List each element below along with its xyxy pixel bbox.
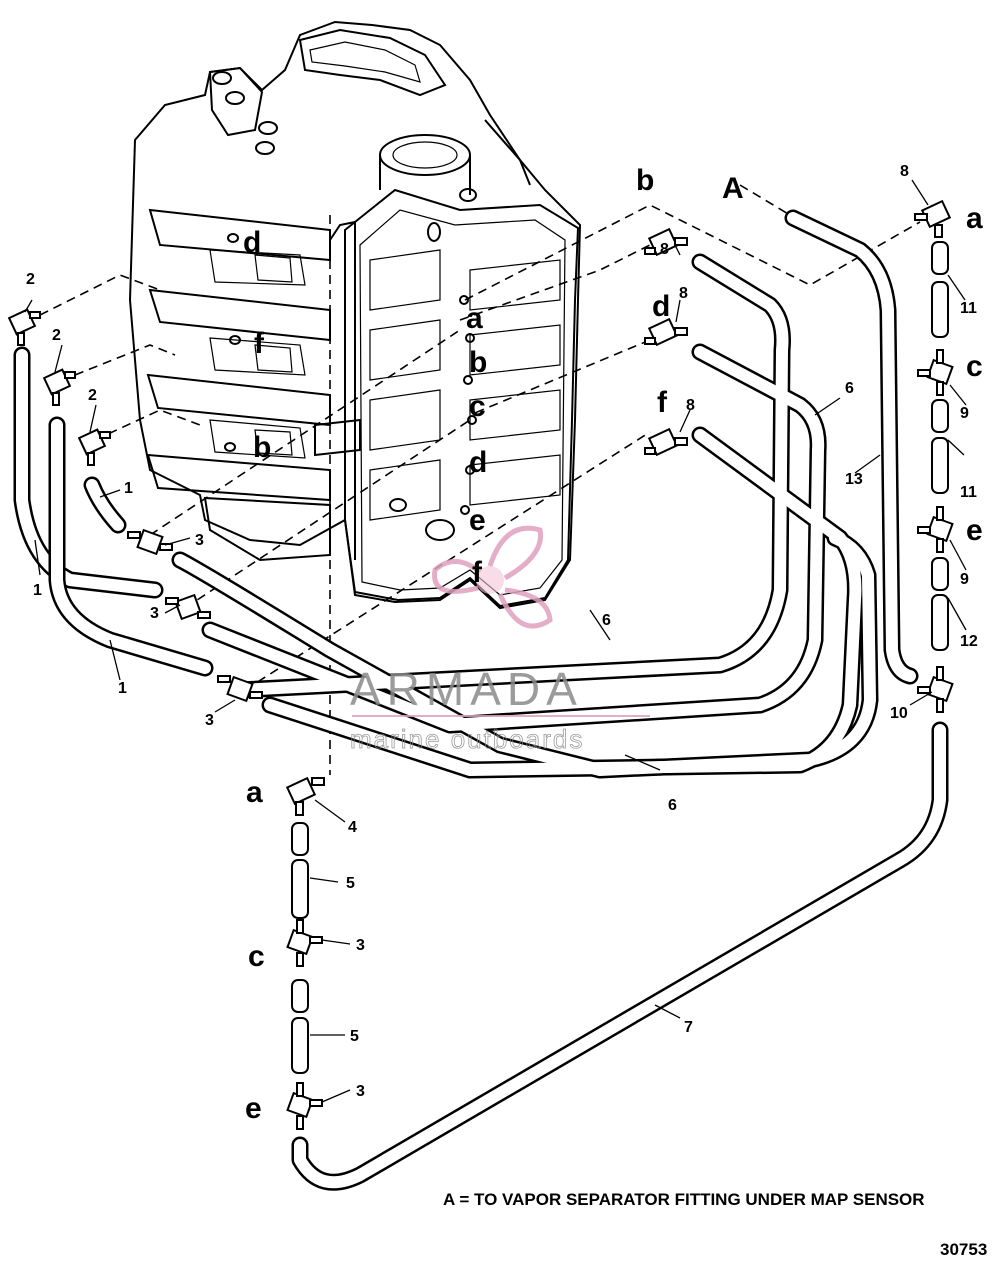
callout-6: 6 bbox=[668, 797, 677, 814]
callout-2: 2 bbox=[26, 271, 35, 288]
callout-11: 11 bbox=[960, 484, 977, 501]
connection-letter-d: d bbox=[469, 446, 487, 479]
elbow-fitting-4 bbox=[285, 776, 325, 816]
callout-1: 1 bbox=[118, 680, 127, 697]
tee-fitting-3c bbox=[217, 675, 263, 703]
watermark-brand: ARMADA bbox=[350, 663, 583, 715]
callout-11: 11 bbox=[960, 300, 977, 317]
elbow-fitting-2a bbox=[7, 308, 41, 346]
connection-letter-e: e bbox=[966, 514, 983, 547]
connection-letter-f: f bbox=[472, 556, 483, 589]
tee-fitting-9a bbox=[917, 349, 954, 396]
connection-letter-a: a bbox=[246, 776, 263, 809]
connection-letter-c: c bbox=[469, 390, 486, 423]
callout-3: 3 bbox=[356, 1083, 365, 1100]
callout-3: 3 bbox=[150, 605, 159, 622]
callout-7: 7 bbox=[684, 1019, 693, 1036]
footnote: A = TO VAPOR SEPARATOR FITTING UNDER MAP… bbox=[443, 1190, 925, 1209]
connection-letter-e: e bbox=[245, 1092, 262, 1125]
callout-1: 1 bbox=[33, 582, 42, 599]
callout-9: 9 bbox=[960, 571, 969, 588]
callout-5: 5 bbox=[350, 1028, 359, 1045]
fittings bbox=[7, 199, 954, 1130]
connection-letter-d: d bbox=[243, 226, 261, 259]
callout-8: 8 bbox=[660, 241, 669, 258]
callout-8: 8 bbox=[900, 163, 909, 180]
callout-1: 1 bbox=[124, 480, 133, 497]
elbow-fitting-8a bbox=[644, 227, 688, 257]
connection-letter-f: f bbox=[254, 327, 265, 360]
connection-letter-A: A bbox=[722, 172, 744, 205]
tee-fitting-10 bbox=[917, 666, 954, 713]
connection-letter-d: d bbox=[652, 290, 670, 323]
elbow-fitting-8c bbox=[644, 427, 688, 457]
tee-fitting-3d bbox=[286, 919, 323, 967]
callout-9: 9 bbox=[960, 405, 969, 422]
elbow-fitting-2c bbox=[77, 428, 111, 466]
callout-8: 8 bbox=[679, 285, 688, 302]
tee-fitting-3a bbox=[127, 528, 173, 556]
callout-6: 6 bbox=[845, 380, 854, 397]
connection-letter-a: a bbox=[966, 202, 983, 235]
callout-12: 12 bbox=[960, 633, 978, 650]
tee-fitting-3e bbox=[286, 1082, 323, 1130]
callout-3: 3 bbox=[195, 532, 204, 549]
callout-3: 3 bbox=[356, 937, 365, 954]
connection-letter-b: b bbox=[469, 346, 487, 379]
tee-fitting-3b bbox=[165, 593, 211, 621]
callout-3: 3 bbox=[205, 712, 214, 729]
figure-number: 30753 bbox=[940, 1240, 988, 1259]
connection-letter-b: b bbox=[253, 431, 271, 464]
callout-2: 2 bbox=[88, 387, 97, 404]
connection-letter-b: b bbox=[636, 164, 654, 197]
tee-fitting-9b bbox=[917, 506, 954, 553]
connection-letter-c: c bbox=[248, 940, 265, 973]
leader-lines bbox=[24, 179, 967, 1103]
connection-letter-e: e bbox=[469, 504, 486, 537]
watermark-propeller-logo bbox=[432, 525, 553, 629]
watermark: ARMADA marine outboards bbox=[350, 525, 650, 754]
watermark-tagline: marine outboards bbox=[350, 724, 584, 754]
connection-letters: A a b c d e f a b c d e f d f b a c e a … bbox=[243, 164, 983, 1125]
connection-letter-f: f bbox=[657, 386, 668, 419]
part-number-callouts: 2 2 2 1 1 1 3 3 3 4 5 3 5 3 6 6 6 7 8 8 … bbox=[26, 163, 978, 1100]
callout-13: 13 bbox=[845, 471, 863, 488]
elbow-fitting-8b bbox=[644, 317, 688, 347]
engine-block bbox=[128, 20, 582, 610]
elbow-fitting-8d bbox=[914, 199, 952, 238]
callout-4: 4 bbox=[348, 819, 357, 836]
elbow-fitting-2b bbox=[42, 368, 76, 406]
connection-letter-a: a bbox=[466, 302, 483, 335]
hoses bbox=[13, 209, 949, 1191]
callout-5: 5 bbox=[346, 875, 355, 892]
connection-letter-c: c bbox=[966, 350, 983, 383]
callout-10: 10 bbox=[890, 705, 908, 722]
callout-6: 6 bbox=[602, 612, 611, 629]
callout-8: 8 bbox=[686, 397, 695, 414]
callout-2: 2 bbox=[52, 327, 61, 344]
